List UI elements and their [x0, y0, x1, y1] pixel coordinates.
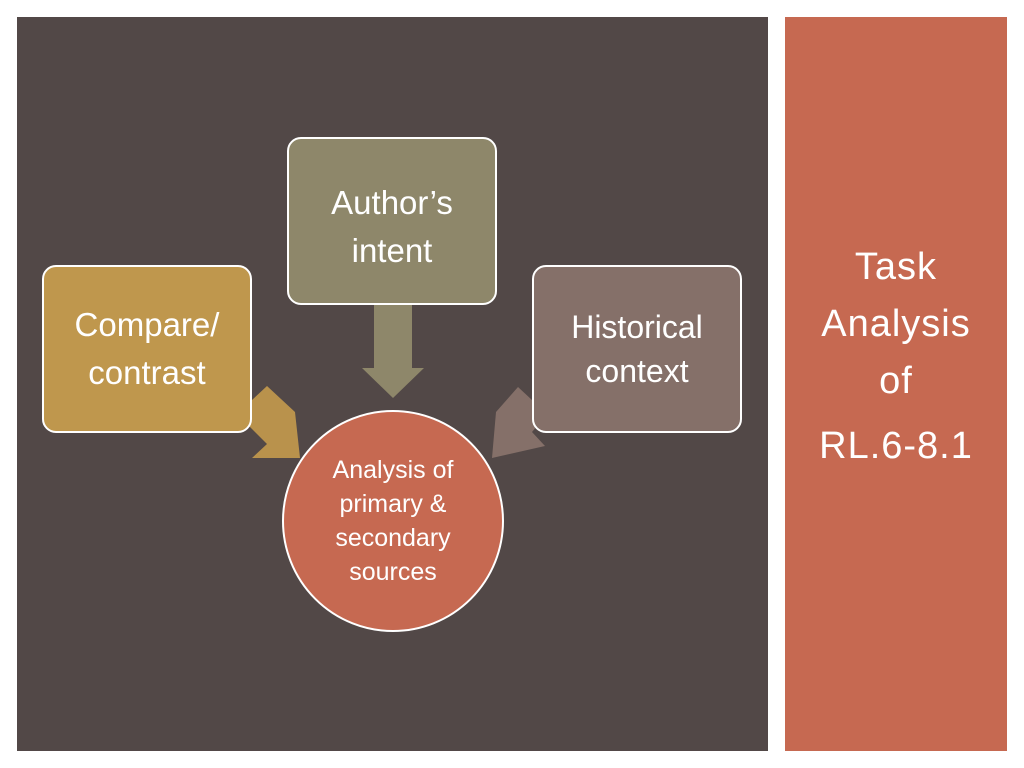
slide-title-line-2: Analysis [821, 303, 971, 345]
arrow-compare-to-center [237, 386, 300, 458]
title-sidebar: Task Analysis of RL.6-8.1 [785, 17, 1007, 751]
compare-contrast-line-1: Compare/ [74, 306, 220, 343]
center-line-2: primary & [339, 490, 447, 518]
historical-context-line-1: Historical [571, 309, 703, 345]
slide-title-line-1: Task [854, 246, 938, 288]
slide-title-line-4: RL.6-8.1 [819, 425, 973, 467]
center-line-4: sources [349, 558, 437, 586]
compare-contrast-line-2: contrast [88, 354, 206, 391]
slide-title-line-3: of [879, 360, 913, 402]
slide-title: Task Analysis of RL.6-8.1 [785, 239, 1007, 475]
historical-context-box: Historical context [532, 265, 742, 433]
authors-intent-line-2: intent [351, 232, 433, 269]
compare-contrast-box: Compare/ contrast [42, 265, 252, 433]
center-line-3: secondary [335, 524, 451, 552]
authors-intent-box: Author’s intent [287, 137, 497, 305]
analysis-center-circle: Analysis of primary & secondary sources [282, 410, 504, 632]
authors-intent-line-1: Author’s [331, 184, 453, 221]
arrow-author-to-center [362, 305, 424, 398]
center-line-1: Analysis of [332, 456, 454, 484]
historical-context-line-2: context [585, 353, 689, 389]
